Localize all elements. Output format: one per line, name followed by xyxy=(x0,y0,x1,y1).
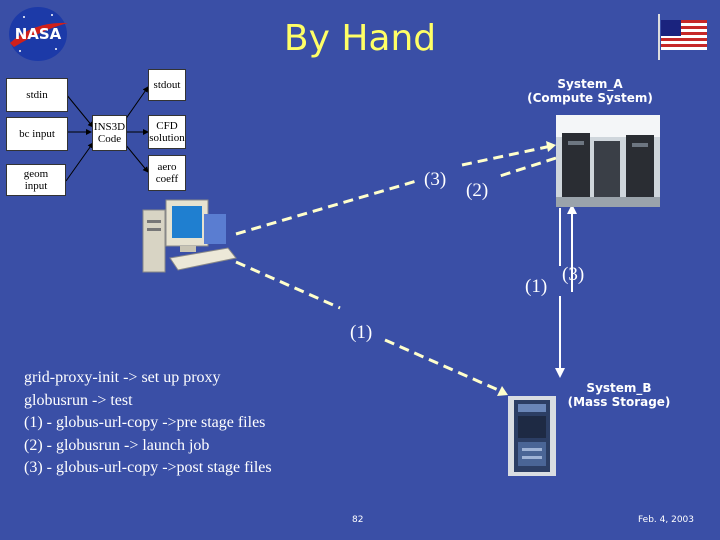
label-step-2: (2) xyxy=(466,180,489,201)
step-line: grid-proxy-init -> set up proxy xyxy=(24,369,221,386)
system-a-server-icon xyxy=(556,115,660,207)
system-b-storage-icon xyxy=(508,396,556,476)
footer-date: Feb. 4, 2003 xyxy=(638,515,695,525)
system-a-name: System_A xyxy=(557,77,623,91)
label-step-3-top: (3) xyxy=(424,169,447,190)
system-a-label: System_A (Compute System) xyxy=(500,77,680,105)
label-step-1-right: (1) xyxy=(525,276,548,297)
label-step-1-center: (1) xyxy=(350,322,373,343)
nasa-logo-text: NASA xyxy=(14,25,62,43)
stdout-box: stdout xyxy=(148,69,186,101)
aero-coeff-box: aero coeff xyxy=(148,155,186,191)
step-line: (1) - globus-url-copy ->pre stage files xyxy=(24,414,266,431)
label-step-3-right: (3) xyxy=(562,264,585,285)
system-b-label: System_B (Mass Storage) xyxy=(556,381,682,409)
step-line: (3) - globus-url-copy ->post stage files xyxy=(24,459,272,476)
cfd-solution-box: CFD solution xyxy=(148,115,186,149)
geom-input-box: geom input xyxy=(6,164,66,196)
step-line: (2) - globusrun -> launch job xyxy=(24,436,210,454)
stdin-box: stdin xyxy=(6,78,68,112)
ins3d-code-box: INS3D Code xyxy=(92,115,127,151)
slide-title: By Hand xyxy=(283,18,437,59)
step-line: globusrun -> test xyxy=(24,391,133,409)
page-number: 82 xyxy=(352,515,364,525)
system-b-name: System_B xyxy=(586,381,652,395)
us-flag-icon xyxy=(655,12,711,62)
system-b-desc: (Mass Storage) xyxy=(567,395,671,409)
command-steps-list: grid-proxy-init -> set up proxy globusru… xyxy=(24,367,272,480)
nasa-logo: NASA xyxy=(4,3,72,65)
bc-input-box: bc input xyxy=(6,117,68,151)
system-a-desc: (Compute System) xyxy=(527,91,653,105)
workstation-icon xyxy=(140,196,240,278)
